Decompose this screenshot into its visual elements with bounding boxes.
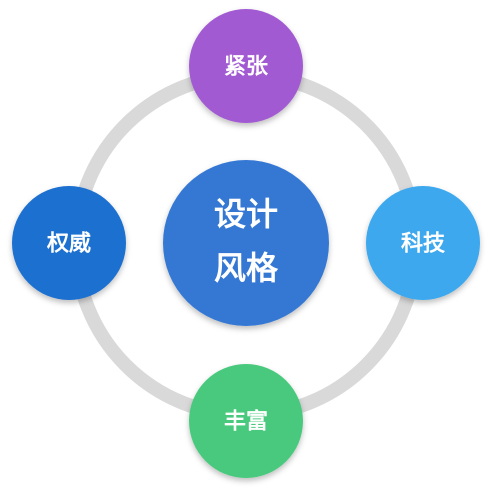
node-left-circle bbox=[12, 186, 126, 300]
center-circle bbox=[163, 160, 329, 326]
node-bottom-label: 丰富 bbox=[224, 409, 268, 435]
center-label-line1: 设计 bbox=[214, 195, 278, 233]
center-label-line2: 风格 bbox=[214, 249, 279, 287]
node-bottom-circle bbox=[189, 364, 303, 478]
node-right-label: 科技 bbox=[401, 232, 446, 257]
node-top-circle bbox=[189, 9, 303, 123]
node-right-circle bbox=[366, 186, 480, 300]
node-top: 紧张 bbox=[189, 9, 303, 123]
node-top-label: 紧张 bbox=[224, 55, 269, 80]
node-left: 权威 bbox=[12, 186, 126, 300]
center-node: 设计 风格 bbox=[163, 160, 329, 326]
node-bottom: 丰富 bbox=[189, 364, 303, 478]
node-left-label: 权威 bbox=[46, 231, 91, 257]
node-right: 科技 bbox=[366, 186, 480, 300]
